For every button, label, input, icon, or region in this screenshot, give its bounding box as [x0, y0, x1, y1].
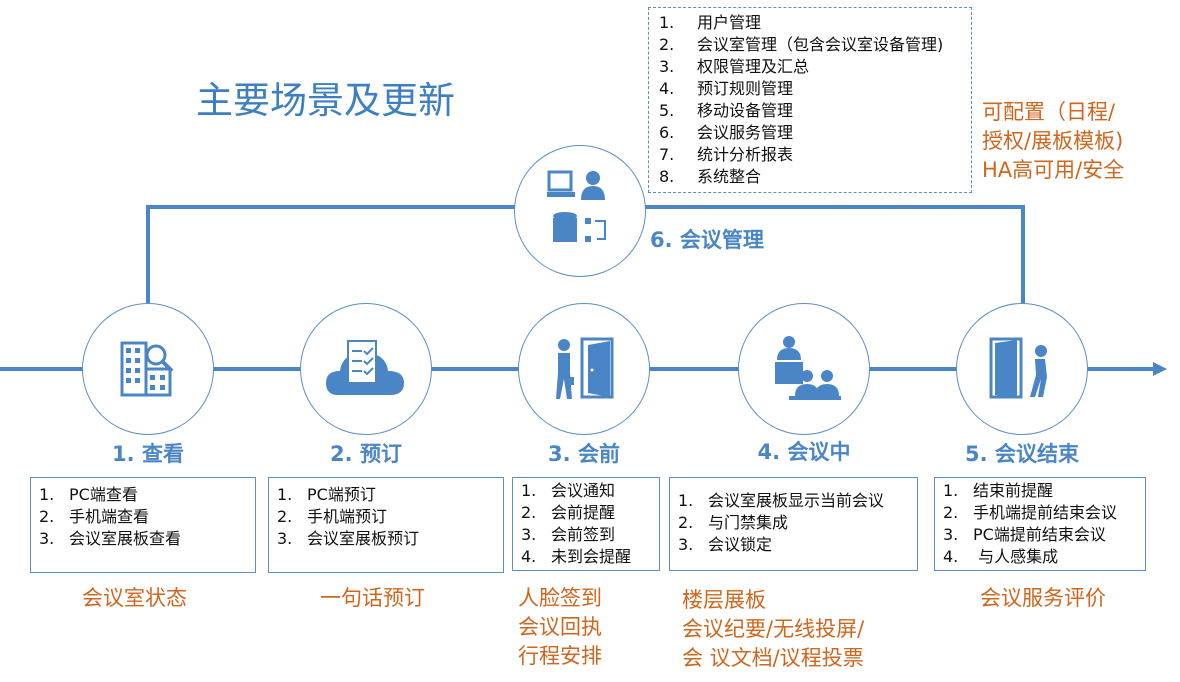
list-item: 3.权限管理及汇总 [659, 57, 810, 76]
pre-meeting-circle [518, 303, 650, 435]
admin-computer-database-icon [547, 170, 606, 242]
list-item: 2.会前提醒 [521, 503, 616, 522]
view-circle [82, 303, 214, 435]
list-item: 1.PC端查看 [39, 485, 138, 504]
building-search-icon [120, 341, 174, 397]
list-item: 4.预订规则管理 [659, 79, 794, 98]
list-item: 3.会议锁定 [678, 535, 773, 554]
step-label-in-meeting: 4. 会议中 [757, 440, 851, 464]
booking-note: 一句话预订 [320, 586, 425, 610]
booking-circle [300, 303, 432, 435]
booking-items-box: 1.PC端预订 2.手机端预订 3.会议室展板预订 [268, 477, 504, 573]
pre-meeting-note: 人脸签到会议回执行程安排 [518, 586, 602, 668]
management-note: 可配置（日程/授权/展板模板)HA高可用/安全 [982, 100, 1125, 182]
step-label-booking: 2. 预订 [330, 442, 402, 466]
list-item: 2.手机端提前结束会议 [943, 503, 1118, 522]
list-item: 3.PC端提前结束会议 [943, 525, 1106, 544]
list-item: 1.会议通知 [521, 481, 616, 500]
list-item: 1.结束前提醒 [943, 481, 1054, 500]
end-meeting-note: 会议服务评价 [980, 586, 1106, 610]
exit-door-person-icon [989, 337, 1047, 399]
list-item: 3.会议室展板预订 [277, 529, 420, 548]
in-meeting-items-box: 1.会议室展板显示当前会议 2.与门禁集成 3.会议锁定 [669, 477, 918, 571]
list-item: 3.会前签到 [521, 525, 616, 544]
page-title: 主要场景及更新 [196, 79, 455, 122]
list-item: 3.会议室展板查看 [39, 529, 182, 548]
step-label-pre-meeting: 3. 会前 [548, 442, 620, 466]
step-label-management: 6. 会议管理 [650, 228, 764, 252]
list-item: 6.会议服务管理 [659, 123, 794, 142]
pre-meeting-items-box: 1.会议通知 2.会前提醒 3.会前签到 4.未到会提醒 [512, 477, 660, 571]
list-item: 4. 与人感集成 [943, 547, 1059, 566]
list-item: 2.会议室管理（包含会议室设备管理) [659, 35, 944, 54]
list-item: 8.系统整合 [659, 167, 762, 186]
list-item: 2.手机端查看 [39, 507, 150, 526]
list-item: 1.用户管理 [659, 13, 762, 32]
management-circle [514, 145, 646, 277]
person-door-icon [556, 337, 614, 399]
end-meeting-circle [956, 303, 1088, 435]
management-list-box: 1.用户管理 2.会议室管理（包含会议室设备管理) 3.权限管理及汇总 4.预订… [648, 7, 972, 193]
step-label-view: 1. 查看 [112, 442, 184, 466]
list-item: 4.未到会提醒 [521, 547, 632, 566]
end-meeting-items-box: 1.结束前提醒 2.手机端提前结束会议 3.PC端提前结束会议 4. 与人感集成 [934, 477, 1146, 571]
arrow-head-icon [1153, 362, 1167, 376]
bracket-left [146, 205, 150, 305]
view-note: 会议室状态 [82, 586, 187, 610]
list-item: 1.会议室展板显示当前会议 [678, 491, 885, 510]
in-meeting-note: 楼层展板会议纪要/无线投屏/会 议文档/议程投票 [682, 588, 865, 670]
bracket-right [1021, 205, 1025, 305]
view-items-box: 1.PC端查看 2.手机端查看 3.会议室展板查看 [30, 477, 256, 573]
cloud-checklist-icon [326, 340, 404, 395]
list-item: 5.移动设备管理 [659, 101, 794, 120]
list-item: 2.手机端预订 [277, 507, 388, 526]
list-item: 2.与门禁集成 [678, 513, 789, 532]
presenter-audience-icon [775, 336, 841, 400]
in-meeting-circle [738, 303, 870, 435]
list-item: 1.PC端预订 [277, 485, 376, 504]
step-label-end-meeting: 5. 会议结束 [965, 442, 1079, 466]
list-item: 7.统计分析报表 [659, 145, 794, 164]
